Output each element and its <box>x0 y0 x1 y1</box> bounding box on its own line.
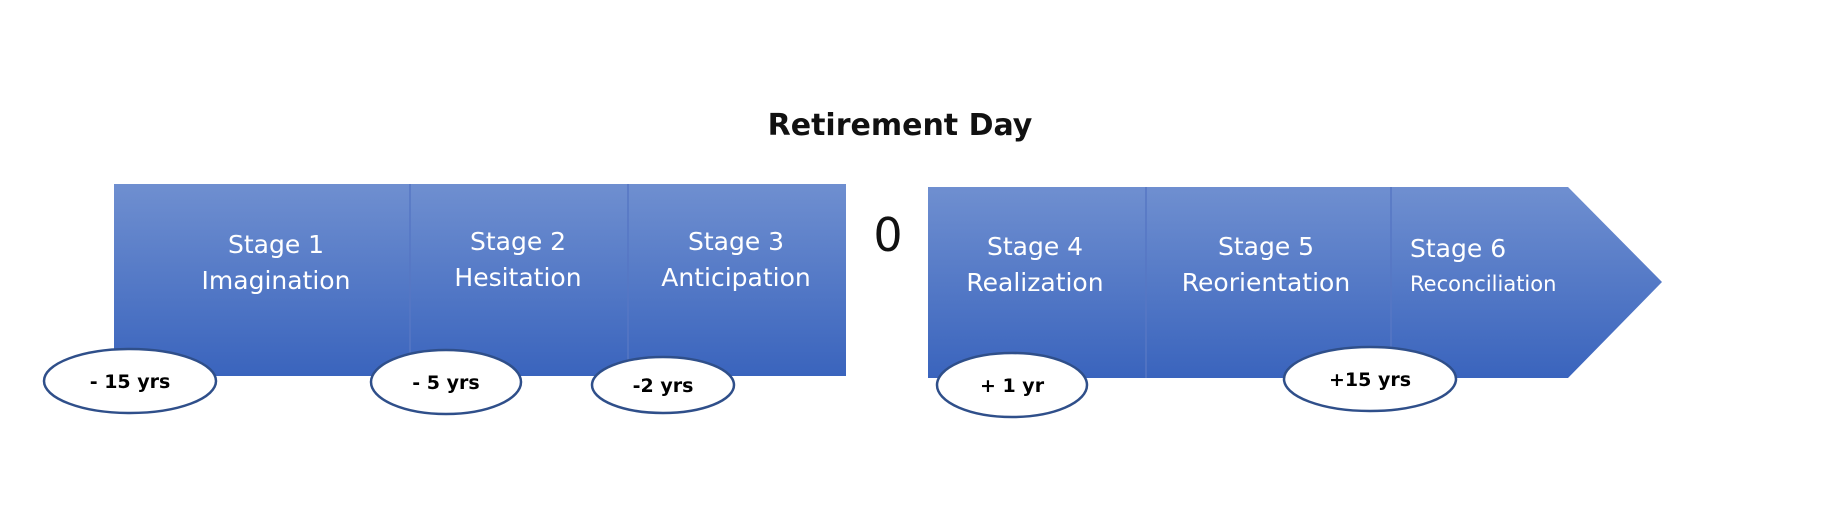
stage-1-name: Imagination <box>202 266 351 295</box>
stage-3-number: Stage 3 <box>688 227 784 256</box>
stage-6-number: Stage 6 <box>1410 234 1506 263</box>
stage-5-number: Stage 5 <box>1218 232 1314 261</box>
timepoint-marker: -2 yrs <box>590 355 736 415</box>
stage-1-number: Stage 1 <box>228 230 324 259</box>
stage-5-name: Reorientation <box>1182 268 1350 297</box>
timepoint-label: + 1 yr <box>980 375 1045 397</box>
timepoint-ellipse <box>935 351 1089 419</box>
stage-2-number: Stage 2 <box>470 227 566 256</box>
diagram-title: Retirement Day <box>767 108 1033 143</box>
post-retirement-arrow <box>928 187 1662 378</box>
stage-2-name: Hesitation <box>454 263 581 292</box>
stage-4-number: Stage 4 <box>987 232 1083 261</box>
timepoint-marker: - 15 yrs <box>42 347 218 415</box>
pre-retirement-block <box>114 184 846 376</box>
retirement-zero-marker: 0 <box>873 208 903 262</box>
timepoint-marker: + 1 yr <box>935 351 1089 419</box>
timepoint-label: -2 yrs <box>633 375 694 397</box>
timepoint-ellipse <box>590 355 736 415</box>
timepoint-ellipse <box>1282 345 1458 413</box>
stage-3-name: Anticipation <box>661 263 810 292</box>
stage-6-name: Reconciliation <box>1410 272 1556 296</box>
stage-4-name: Realization <box>966 268 1103 297</box>
timepoint-marker: +15 yrs <box>1282 345 1458 413</box>
timepoint-label: +15 yrs <box>1329 369 1411 391</box>
timepoint-ellipse <box>42 347 218 415</box>
timepoint-ellipse <box>369 348 523 416</box>
timepoint-label: - 15 yrs <box>90 371 171 393</box>
timepoint-label: - 5 yrs <box>412 372 479 394</box>
timepoint-marker: - 5 yrs <box>369 348 523 416</box>
